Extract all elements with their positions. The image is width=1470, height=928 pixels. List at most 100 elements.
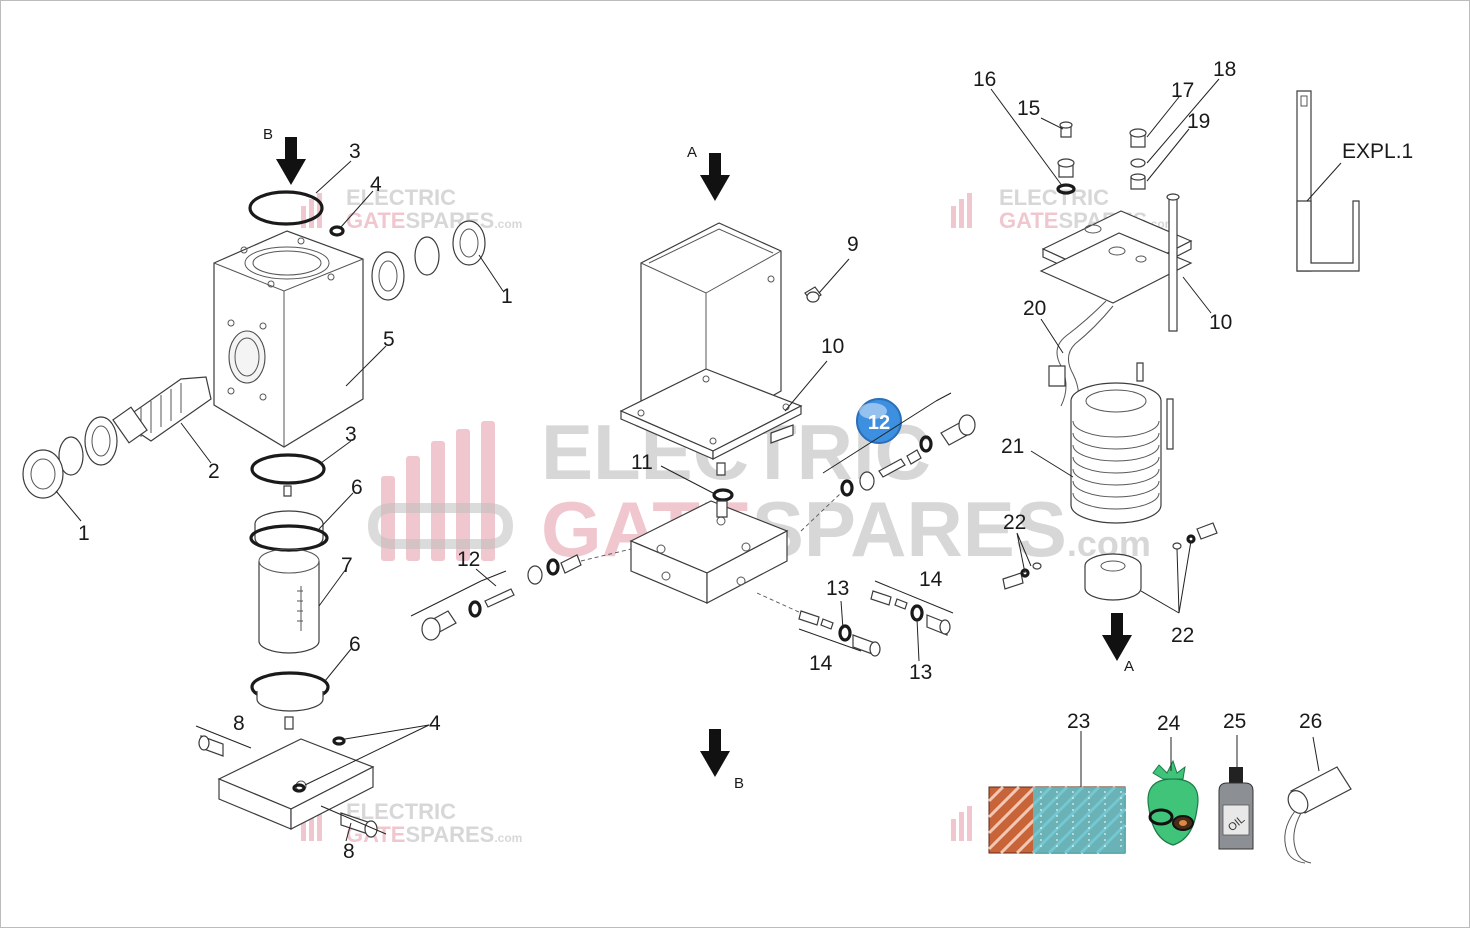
seal-ring-1-right: [452, 220, 486, 266]
watermark-small-1-line1: ELECTRIC: [346, 185, 456, 210]
filter-mat-23: [987, 731, 1127, 855]
label-14-right: 14: [919, 568, 943, 591]
watermark-small-3-line2: GATESPARES.com: [346, 822, 522, 847]
circlip-right: [414, 236, 440, 276]
center-assembly: A: [410, 144, 976, 792]
label-6-top: 6: [351, 476, 363, 499]
small-screw: [283, 485, 292, 497]
watermark-small-3: ELECTRIC GATESPARES.com: [301, 799, 522, 847]
shaft-2: [112, 376, 212, 444]
label-7: 7: [341, 554, 353, 577]
label-13-right: 13: [909, 661, 932, 684]
valve-13-14-left: [756, 592, 881, 657]
screw-22-right: [1196, 522, 1218, 540]
label-3-lower: 3: [345, 423, 357, 446]
capacitor-26: [1284, 736, 1352, 864]
label-1-right: 1: [501, 285, 513, 308]
label-1-left: 1: [78, 522, 90, 545]
label-2: 2: [208, 460, 220, 483]
wire-connector-20: [1048, 365, 1066, 387]
watermark-small-3-line1: ELECTRIC: [346, 799, 456, 824]
label-21: 21: [1001, 435, 1024, 458]
reservoir-cap-6-bottom: [250, 671, 330, 712]
label-15: 15: [1017, 97, 1040, 120]
label-8-right: 8: [343, 840, 355, 863]
watermark-small-1-line2: GATESPARES.com: [346, 208, 522, 233]
label-22-right: 22: [1171, 624, 1194, 647]
valve-12-left: [410, 548, 632, 641]
label-24: 24: [1157, 712, 1181, 735]
label-3-top: 3: [349, 140, 361, 163]
plug-screw-9: [804, 286, 822, 303]
right-assembly: A: [990, 78, 1220, 675]
left-assembly: B: [22, 126, 504, 842]
watermark-small-2: ELECTRIC GATESPARES.com: [951, 185, 1175, 233]
label-10-right: 10: [1209, 311, 1232, 334]
watermark-line2b: SPARES: [752, 485, 1067, 573]
screw-22-left: [1002, 572, 1024, 590]
arrow-down-icon-b-bottom: [700, 729, 730, 777]
label-23: 23: [1067, 710, 1090, 733]
tank-housing: [619, 222, 803, 460]
small-o-ring-4-top: [329, 225, 345, 237]
label-4-top: 4: [370, 173, 382, 196]
cover-plate-10: [1039, 193, 1193, 332]
base-plate: [217, 716, 375, 830]
label-6-bottom: 6: [349, 633, 361, 656]
label-4-bottom: 4: [429, 712, 441, 735]
label-20: 20: [1023, 297, 1046, 320]
label-9: 9: [847, 233, 859, 256]
label-expl-1: EXPL.1: [1342, 140, 1413, 163]
part-number-labels: 3 4 1 5 3 2 6 1 7 6 8 4 8 9 10 11 12 13 …: [78, 58, 1413, 863]
coupling-22: [1084, 553, 1142, 601]
bearing-right: [371, 251, 405, 301]
o-ring-16: [1056, 183, 1076, 195]
label-12: 12: [457, 548, 480, 571]
valve-insert-11: [712, 462, 734, 518]
arrow-down-icon-a-bottom: [1102, 613, 1132, 661]
label-13-left: 13: [826, 577, 849, 600]
label-26: 26: [1299, 710, 1322, 733]
small-o-ring-4-bottom: [332, 736, 346, 746]
label-8-left: 8: [233, 712, 245, 735]
oil-bottle-25: OIL: [1218, 735, 1254, 850]
oil-reservoir-7: [258, 548, 320, 654]
bearing-left: [84, 416, 118, 466]
watermark-small-1: ELECTRIC GATESPARES.com: [301, 185, 522, 233]
arrow-label-b-top: B: [263, 126, 273, 143]
arrow-label-a-bottom: A: [1124, 658, 1134, 675]
valve-13-14-right: [870, 580, 954, 662]
label-5: 5: [383, 328, 395, 351]
valve-8-right: [320, 805, 387, 838]
arrow-down-icon-a-top: [700, 153, 730, 201]
label-16: 16: [973, 68, 996, 91]
seal-kit-bag-24: [1147, 737, 1199, 846]
label-19: 19: [1187, 110, 1210, 133]
gasket-tag: [770, 424, 794, 444]
valve-12-right: [800, 392, 976, 532]
watermark-small-2-line1: ELECTRIC: [999, 185, 1109, 210]
tool-expl-1: [1296, 90, 1360, 272]
reservoir-cap-6-top: [249, 510, 329, 552]
arrow-label-a-top: A: [687, 144, 697, 161]
label-14-left: 14: [809, 652, 833, 675]
label-11: 11: [631, 451, 653, 474]
callout-badge-12-text: 12: [868, 412, 890, 434]
arrow-down-icon-b-top: [276, 137, 306, 185]
seal-ring-1-left: [22, 449, 64, 499]
washer-18: [1130, 158, 1146, 168]
accessories: OIL: [987, 731, 1352, 864]
valve-manifold-block: [629, 500, 789, 604]
watermark-large: ELECTRIC GATESPARES.com: [367, 408, 1151, 573]
o-ring-3-lower: [250, 453, 326, 485]
arrow-label-b-bottom: B: [734, 775, 744, 792]
label-22-left: 22: [1003, 511, 1026, 534]
valve-8-left: [195, 725, 252, 757]
pump-body-block-5: [213, 230, 364, 448]
label-18: 18: [1213, 58, 1236, 81]
label-10-center: 10: [821, 335, 844, 358]
o-ring-3-top: [248, 190, 324, 226]
callout-badge-12[interactable]: 12: [856, 398, 902, 444]
watermark-small-4: [951, 806, 972, 841]
